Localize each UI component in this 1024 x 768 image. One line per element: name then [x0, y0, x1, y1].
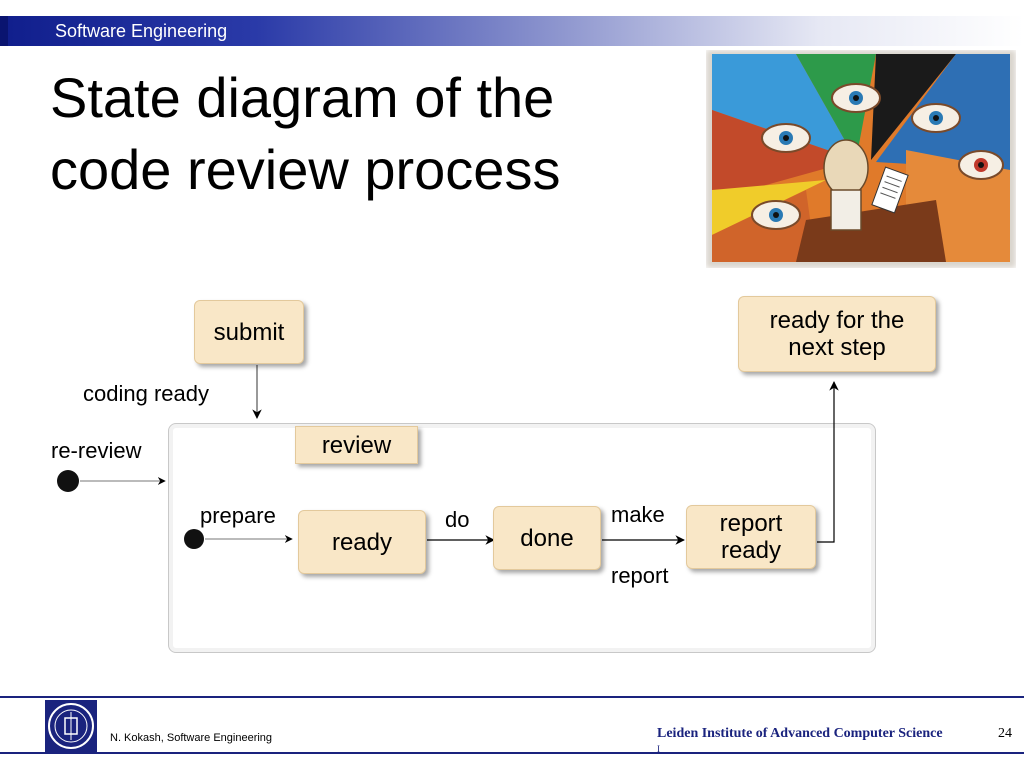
review-state-label: review — [321, 431, 392, 459]
label-report: report — [611, 563, 669, 588]
slide-title-line1: State diagram of the — [50, 66, 555, 129]
review-state-tab: review — [295, 426, 418, 464]
footer-institute: Leiden Institute of Advanced Computer Sc… — [657, 726, 943, 741]
initial-state-inner — [184, 529, 204, 549]
initial-state-outer — [57, 470, 79, 492]
state-ready-for-next-step: ready for the next step — [738, 296, 936, 372]
slide-title: State diagram of the code review process — [50, 62, 690, 206]
state-done-label: done — [520, 524, 574, 552]
label-prepare: prepare — [200, 503, 276, 528]
course-title: Software Engineering — [55, 21, 228, 41]
state-report-ready-line2: ready — [720, 537, 782, 564]
label-make: make — [611, 502, 665, 527]
footer-rule-bottom — [0, 752, 1024, 754]
state-ready-label: ready — [331, 528, 393, 556]
university-seal-icon — [45, 700, 97, 752]
state-report-ready: report ready — [686, 505, 816, 569]
header-stripe — [0, 16, 8, 46]
edge-to-next-step — [817, 381, 839, 543]
eyes-illustration-icon — [706, 50, 1016, 268]
state-next-step-line1: ready for the — [769, 307, 905, 334]
slide-title-line2: code review process — [50, 138, 561, 201]
state-report-ready-line1: report — [719, 510, 783, 537]
state-next-step-line2: next step — [788, 334, 886, 361]
page-number: 24 — [998, 726, 1012, 741]
state-ready: ready — [298, 510, 426, 574]
footer-author: N. Kokash, Software Engineering — [110, 732, 273, 744]
state-done: done — [493, 506, 601, 570]
state-submit-label: submit — [213, 318, 285, 346]
footer-rule-top — [0, 696, 1024, 698]
state-submit: submit — [194, 300, 304, 364]
label-do: do — [445, 507, 470, 532]
label-coding-ready: coding ready — [83, 381, 209, 406]
header-bar — [0, 16, 1024, 46]
footer-institute-mark: I — [657, 744, 660, 754]
label-re-review: re-review — [51, 438, 142, 463]
